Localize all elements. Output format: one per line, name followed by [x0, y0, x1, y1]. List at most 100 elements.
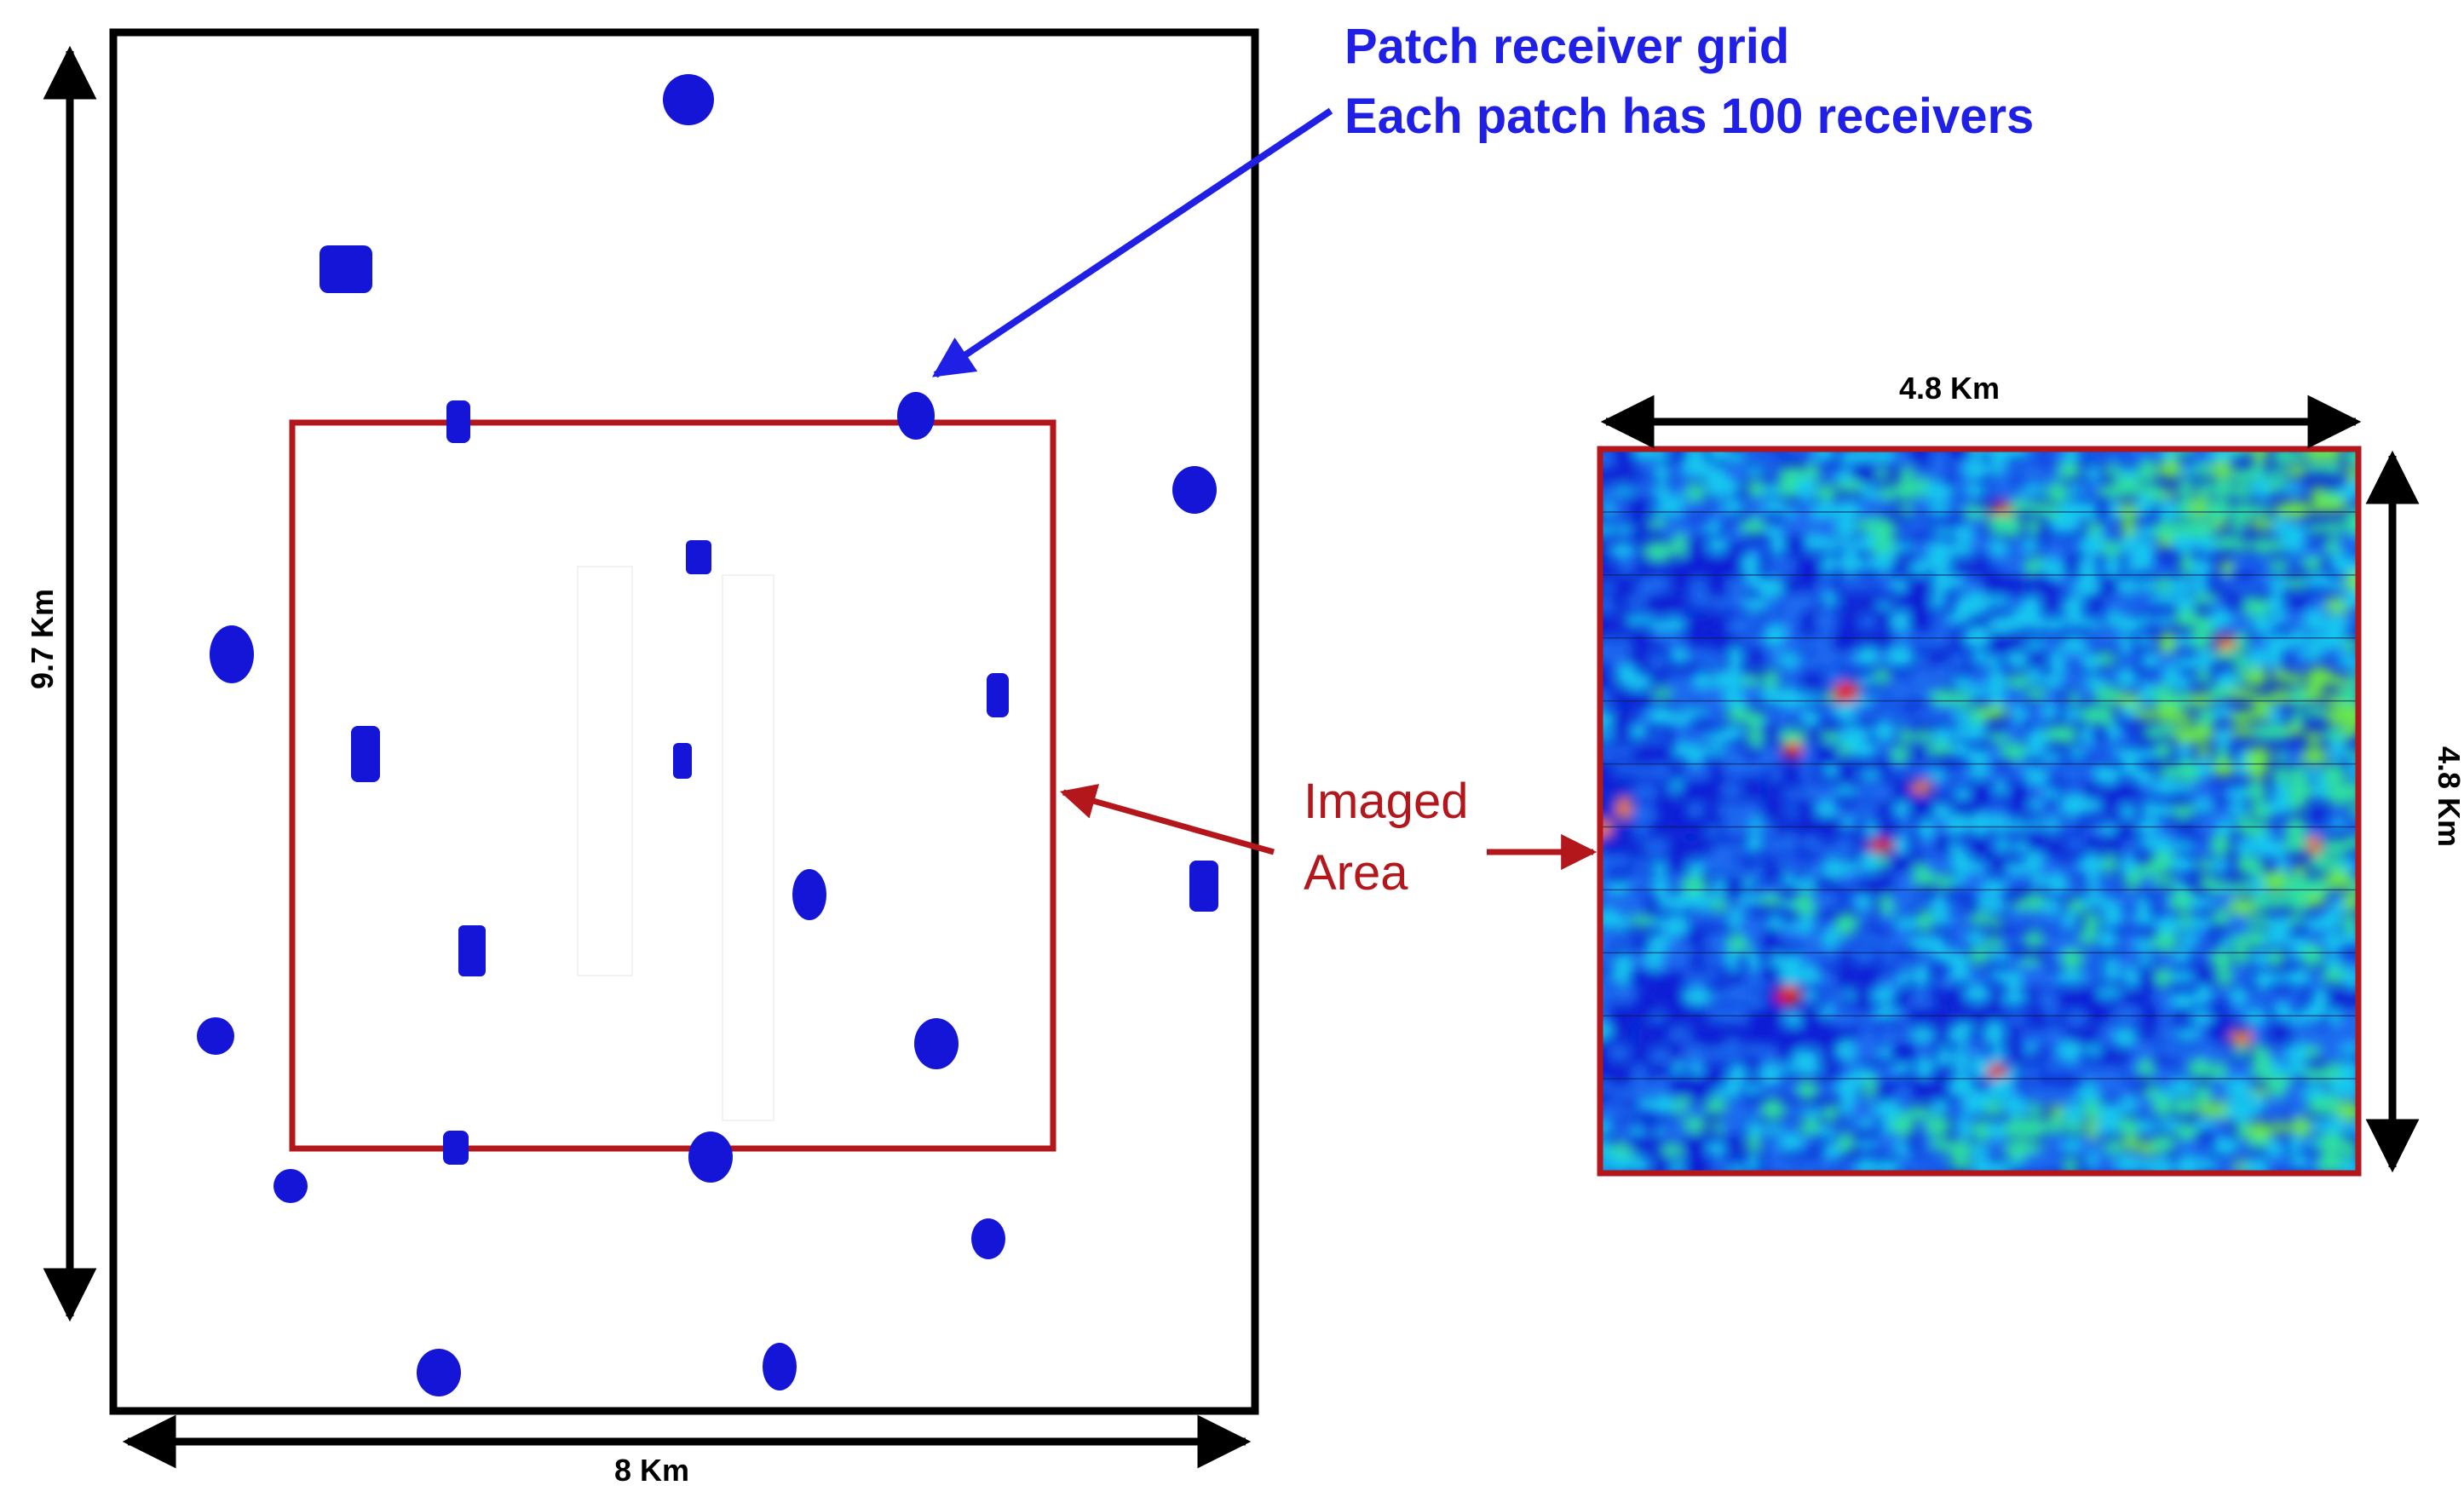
image-texture-blob — [1799, 743, 1817, 766]
image-texture-blob — [1631, 783, 1660, 800]
image-texture-blob — [1636, 479, 1654, 498]
image-texture-blob — [1873, 1100, 1904, 1120]
image-texture-blob — [2191, 558, 2214, 577]
image-texture-blob — [1947, 910, 1971, 930]
image-texture-blob — [2040, 1155, 2064, 1172]
image-texture-blob — [1612, 577, 1636, 591]
image-texture-blob — [1989, 917, 2003, 929]
image-texture-blob — [2008, 799, 2024, 817]
image-texture-blob — [1625, 673, 1653, 691]
image-texture-blob — [1879, 485, 1897, 501]
image-texture-blob — [2121, 517, 2136, 541]
image-texture-blob — [1678, 778, 1709, 802]
image-texture-blob — [2225, 1098, 2254, 1123]
image-texture-blob — [1685, 633, 1711, 648]
image-texture-blob — [2285, 969, 2313, 987]
image-texture-blob — [2191, 970, 2219, 987]
image-texture-blob — [1724, 984, 1752, 1004]
image-texture-blob — [1708, 449, 1730, 463]
image-texture-blob — [2268, 993, 2296, 1007]
image-texture-blob — [2288, 765, 2309, 786]
image-texture-blob — [2119, 803, 2137, 820]
image-texture-blob — [2218, 936, 2235, 948]
image-texture-blob — [1833, 681, 1861, 705]
image-texture-blob — [2231, 514, 2247, 535]
image-texture-blob — [2290, 1117, 2313, 1137]
image-texture-blob — [2262, 723, 2293, 741]
image-texture-blob — [1988, 1076, 2017, 1101]
image-texture-blob — [2118, 535, 2142, 555]
image-texture-blob — [2284, 672, 2304, 684]
image-texture-blob — [1839, 576, 1861, 590]
image-texture-blob — [1701, 953, 1730, 965]
image-texture-blob — [1625, 872, 1650, 891]
image-texture-blob — [1952, 898, 1966, 909]
image-texture-blob — [2112, 890, 2141, 908]
image-texture-blob — [1983, 1021, 2006, 1045]
image-texture-blob — [2305, 666, 2334, 688]
image-texture-blob — [2283, 500, 2311, 520]
image-texture-blob — [2047, 947, 2064, 969]
image-texture-blob — [2307, 973, 2325, 987]
image-texture-blob — [2113, 596, 2142, 613]
image-texture-blob — [2102, 854, 2117, 875]
image-texture-blob — [1857, 913, 1873, 928]
image-texture-blob — [2117, 652, 2136, 667]
image-texture-blob — [2094, 878, 2121, 892]
image-texture-blob — [2344, 956, 2358, 971]
image-texture-blob — [1615, 789, 1632, 800]
image-texture-blob — [2212, 459, 2233, 480]
image-texture-blob — [1987, 596, 2012, 607]
image-texture-blob — [1961, 1096, 1991, 1115]
image-texture-blob — [1606, 1005, 1635, 1029]
image-texture-blob — [2151, 1065, 2179, 1086]
image-texture-blob — [1704, 521, 1722, 535]
image-texture-blob — [2094, 1076, 2122, 1097]
image-texture-blob — [2287, 1097, 2307, 1119]
image-texture-blob — [1897, 970, 1911, 987]
image-texture-blob — [2150, 593, 2180, 606]
image-texture-blob — [1879, 1025, 1897, 1049]
image-texture-blob — [1824, 1065, 1839, 1078]
image-texture-blob — [2212, 705, 2232, 719]
image-texture-blob — [2336, 533, 2358, 555]
image-texture-blob — [1930, 1137, 1951, 1150]
image-texture-blob — [2211, 479, 2234, 499]
image-texture-blob — [2265, 797, 2295, 815]
image-texture-blob — [2111, 1005, 2142, 1023]
image-texture-blob — [2139, 782, 2154, 797]
image-texture-blob — [2325, 989, 2348, 1012]
receiver-patch — [914, 1018, 959, 1069]
image-texture-blob — [1979, 705, 2009, 719]
image-texture-blob — [1822, 552, 1836, 576]
image-texture-blob — [1667, 767, 1689, 780]
imaged-area-line-1: Imaged — [1304, 774, 1468, 829]
image-texture-blob — [2308, 806, 2325, 820]
image-texture-blob — [2305, 825, 2329, 840]
image-texture-blob — [1634, 823, 1649, 838]
image-texture-blob — [1690, 817, 1709, 834]
image-texture-blob — [2059, 670, 2084, 688]
image-texture-blob — [2196, 668, 2211, 685]
image-texture-blob — [1679, 1105, 1709, 1117]
image-texture-blob — [1687, 860, 1707, 877]
image-texture-blob — [1924, 1115, 1952, 1136]
image-texture-blob — [1616, 722, 1632, 742]
image-texture-blob — [1830, 630, 1858, 655]
image-texture-blob — [1816, 579, 1835, 596]
image-texture-blob — [2192, 576, 2209, 594]
image-texture-blob — [1614, 745, 1636, 757]
image-texture-blob — [2248, 1121, 2273, 1143]
image-texture-blob — [1873, 878, 1891, 899]
image-texture-blob — [1929, 705, 1960, 720]
image-texture-blob — [1820, 730, 1841, 744]
image-texture-blob — [1628, 650, 1647, 667]
image-texture-blob — [1869, 551, 1897, 574]
image-texture-blob — [2057, 933, 2085, 949]
image-texture-blob — [2210, 947, 2233, 970]
image-texture-blob — [1625, 1156, 1652, 1173]
image-texture-blob — [2006, 573, 2024, 596]
image-texture-blob — [2100, 540, 2124, 557]
image-texture-blob — [1722, 1134, 1742, 1152]
image-texture-blob — [1929, 894, 1949, 916]
